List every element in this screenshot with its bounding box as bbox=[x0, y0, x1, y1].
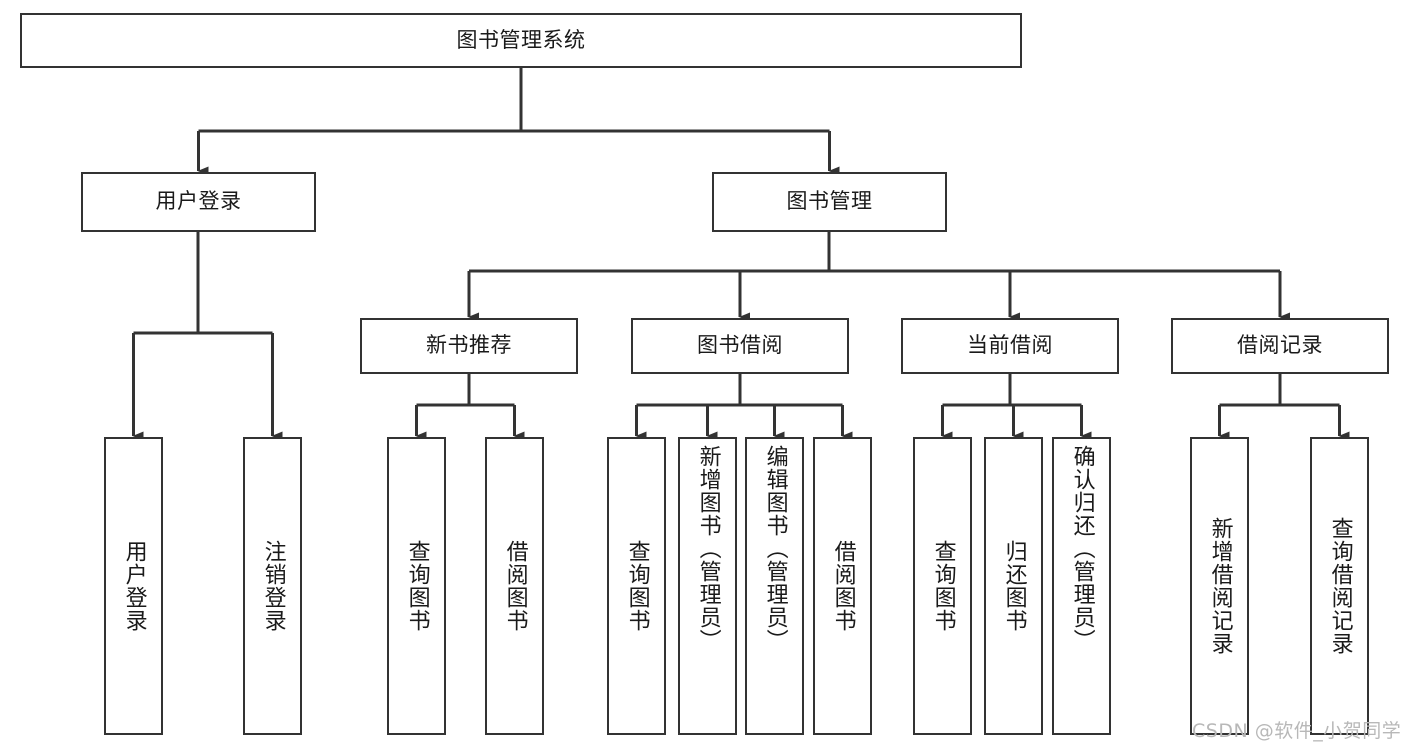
node-label: 查询图书 bbox=[930, 540, 956, 632]
node-login[interactable]: 用户登录 bbox=[81, 172, 316, 232]
node-label: 用户登录 bbox=[155, 189, 242, 214]
node-l12[interactable]: 新增借阅记录 bbox=[1190, 437, 1249, 735]
node-label: 用户登录 bbox=[121, 540, 147, 632]
node-l13[interactable]: 查询借阅记录 bbox=[1310, 437, 1369, 735]
node-l4[interactable]: 借阅图书 bbox=[485, 437, 544, 735]
node-label: 新增借阅记录 bbox=[1207, 517, 1233, 655]
node-label: 查询借阅记录 bbox=[1327, 517, 1353, 655]
node-label: 新增图书（管理员） bbox=[695, 445, 721, 652]
node-records[interactable]: 借阅记录 bbox=[1171, 318, 1389, 374]
node-newbook[interactable]: 新书推荐 bbox=[360, 318, 578, 374]
node-label: 图书管理 bbox=[786, 189, 873, 214]
node-label: 确认归还（管理员） bbox=[1069, 445, 1095, 652]
node-l1[interactable]: 用户登录 bbox=[104, 437, 163, 735]
node-label: 借阅图书 bbox=[502, 540, 528, 632]
node-current[interactable]: 当前借阅 bbox=[901, 318, 1119, 374]
node-l8[interactable]: 借阅图书 bbox=[813, 437, 872, 735]
node-l2[interactable]: 注销登录 bbox=[243, 437, 302, 735]
node-label: 查询图书 bbox=[624, 540, 650, 632]
node-label: 编辑图书（管理员） bbox=[762, 445, 788, 652]
node-label: 图书管理系统 bbox=[456, 27, 586, 52]
node-l5[interactable]: 查询图书 bbox=[607, 437, 666, 735]
node-label: 图书借阅 bbox=[697, 333, 783, 358]
node-label: 查询图书 bbox=[404, 540, 430, 632]
node-l3[interactable]: 查询图书 bbox=[387, 437, 446, 735]
node-bookmgmt[interactable]: 图书管理 bbox=[712, 172, 947, 232]
node-label: 注销登录 bbox=[260, 540, 286, 632]
connector-lines bbox=[132, 68, 1350, 441]
node-label: 借阅记录 bbox=[1237, 333, 1323, 358]
node-l7[interactable]: 编辑图书（管理员） bbox=[745, 437, 804, 735]
node-label: 归还图书 bbox=[1001, 540, 1027, 632]
node-l10[interactable]: 归还图书 bbox=[984, 437, 1043, 735]
node-label: 借阅图书 bbox=[830, 540, 856, 632]
node-root[interactable]: 图书管理系统 bbox=[20, 13, 1022, 68]
node-borrow[interactable]: 图书借阅 bbox=[631, 318, 849, 374]
node-label: 当前借阅 bbox=[967, 333, 1053, 358]
node-l9[interactable]: 查询图书 bbox=[913, 437, 972, 735]
node-l6[interactable]: 新增图书（管理员） bbox=[678, 437, 737, 735]
watermark-text: CSDN @软件_小贺同学 bbox=[1192, 720, 1402, 742]
node-label: 新书推荐 bbox=[426, 333, 512, 358]
node-l11[interactable]: 确认归还（管理员） bbox=[1052, 437, 1111, 735]
